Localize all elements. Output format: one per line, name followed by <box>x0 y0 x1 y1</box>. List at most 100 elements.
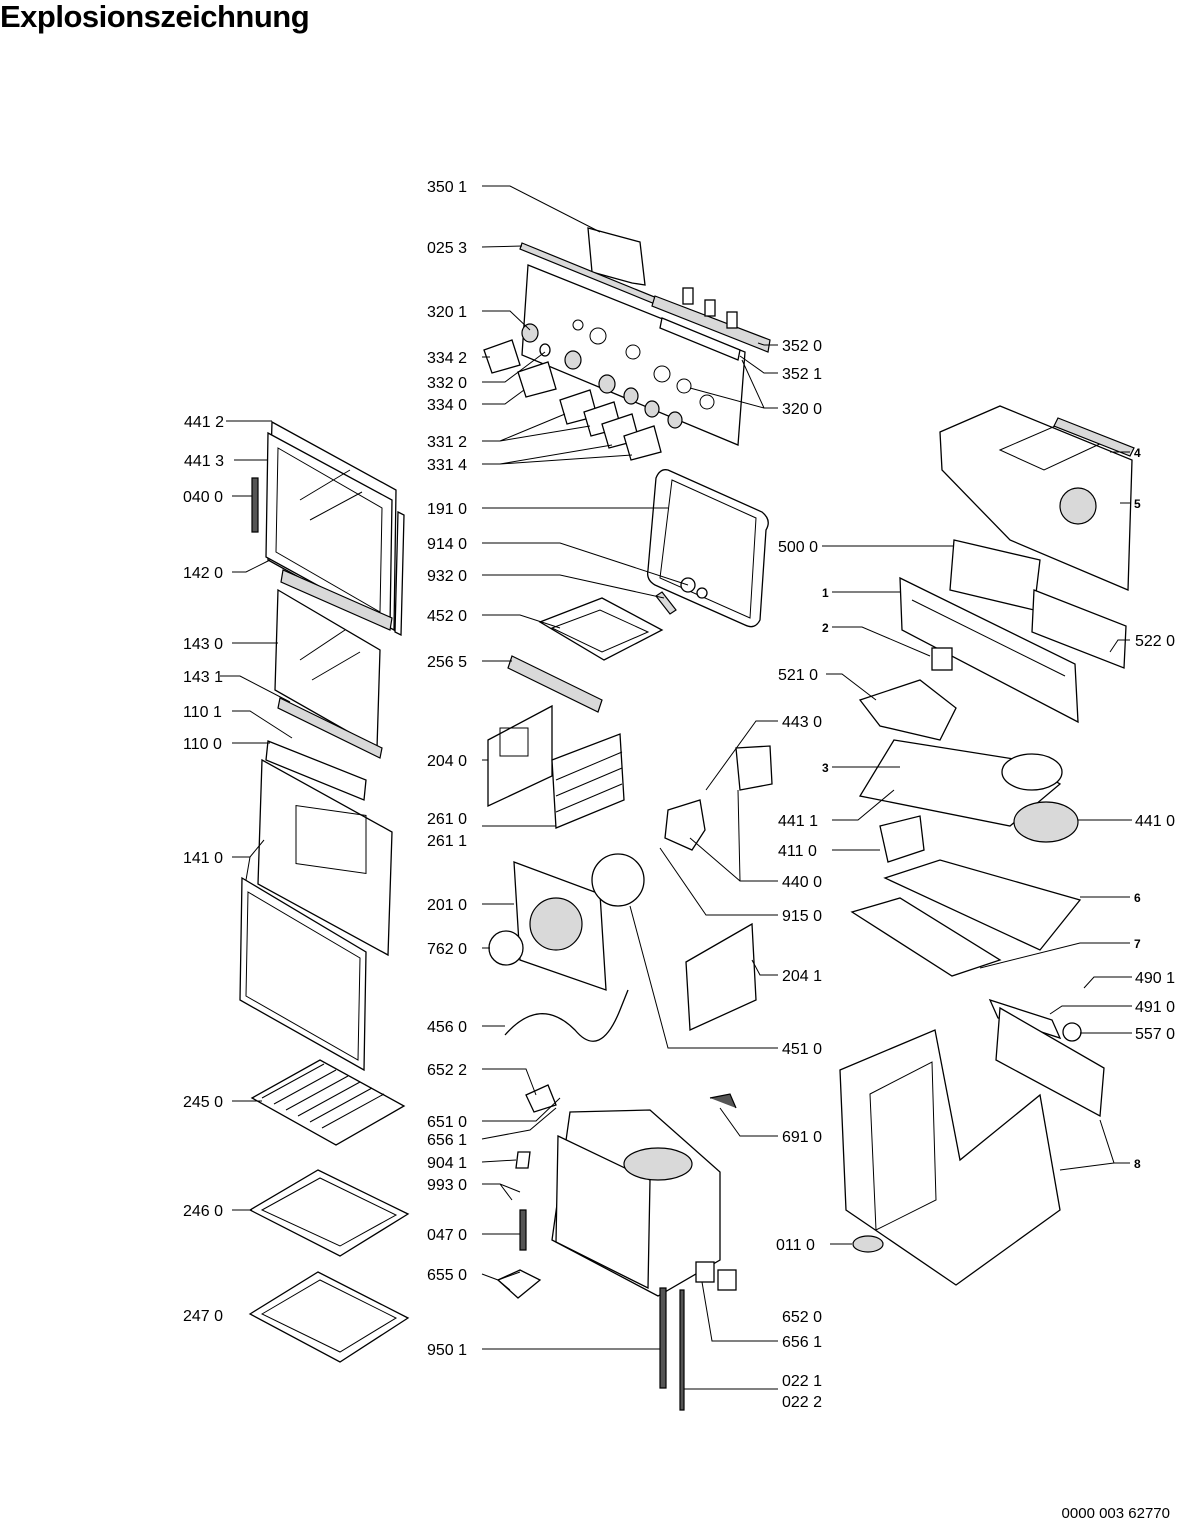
label-2: 2 <box>822 621 829 635</box>
label-204-0: 204 0 <box>427 753 467 770</box>
label-6: 6 <box>1134 891 1141 905</box>
label-352-1: 352 1 <box>782 366 822 383</box>
strip-256-5 <box>507 655 603 713</box>
label-047-0: 047 0 <box>427 1227 467 1244</box>
label-261-0: 261 0 <box>427 811 467 828</box>
fan-441-0 <box>1013 801 1079 843</box>
fan-motor-443-0 <box>735 745 773 791</box>
label-022-1: 022 1 <box>782 1373 822 1390</box>
lamp-655-0 <box>496 1269 542 1299</box>
grill-element-452-0 <box>538 597 664 661</box>
hinge-040-0 <box>251 477 259 533</box>
label-256-5: 256 5 <box>427 654 467 671</box>
label-3: 3 <box>822 761 829 775</box>
label-4: 4 <box>1134 446 1141 460</box>
control-panel-group <box>483 227 771 461</box>
racks-and-trays <box>248 1059 410 1363</box>
strip-022 <box>679 1289 685 1411</box>
label-201-0: 201 0 <box>427 897 467 914</box>
sensor-047-0 <box>519 1209 527 1251</box>
label-490-1: 490 1 <box>1135 970 1175 987</box>
label-411-0: 411 0 <box>778 843 817 860</box>
label-022-2: 022 2 <box>782 1394 822 1411</box>
label-025-3: 025 3 <box>427 240 467 257</box>
label-440-0: 440 0 <box>782 874 822 891</box>
label-320-0: 320 0 <box>782 401 822 418</box>
label-7: 7 <box>1134 937 1141 951</box>
knob-331-4b <box>623 425 662 461</box>
label-110-0: 110 0 <box>183 736 222 753</box>
door-panel-141-0 <box>257 758 393 957</box>
label-656-1-b: 656 1 <box>782 1334 822 1351</box>
label-245-0: 245 0 <box>183 1094 223 1111</box>
label-8: 8 <box>1134 1157 1141 1171</box>
door-group <box>239 420 405 1072</box>
part-labels: 350 1 025 3 320 1 334 2 332 0 334 0 331 … <box>183 179 1175 1411</box>
plate-6 <box>883 859 1082 951</box>
housing-8 <box>839 1029 1061 1286</box>
rear-rail-204-1 <box>685 922 757 1031</box>
runner-261-0 <box>551 733 625 829</box>
seal-950-1 <box>659 1287 667 1389</box>
label-334-0: 334 0 <box>427 397 467 414</box>
label-656-1-a: 656 1 <box>427 1132 467 1149</box>
cover-762-0 <box>488 930 524 966</box>
bracket-521-0 <box>858 679 957 741</box>
label-040-0: 040 0 <box>183 489 223 506</box>
heating-element-456-0 <box>504 989 629 1042</box>
label-141-0: 141 0 <box>183 850 223 867</box>
label-652-2: 652 2 <box>427 1062 467 1079</box>
label-143-0: 143 0 <box>183 636 223 653</box>
label-352-0: 352 0 <box>782 338 822 355</box>
label-441-2: 441 2 <box>184 414 224 431</box>
leader-lines <box>220 185 1132 1390</box>
label-350-1: 350 1 <box>427 179 467 196</box>
label-557-0: 557 0 <box>1135 1026 1175 1043</box>
foot-011-0 <box>852 1235 884 1253</box>
bracket-352-1 <box>659 317 741 361</box>
label-456-0: 456 0 <box>427 1019 467 1036</box>
label-491-0: 491 0 <box>1135 999 1175 1016</box>
control-module-500-0 <box>949 539 1041 611</box>
label-451-0: 451 0 <box>782 1041 822 1058</box>
handle-110-0 <box>265 740 367 801</box>
label-261-1: 261 1 <box>427 833 467 850</box>
label-441-1: 441 1 <box>778 813 818 830</box>
top-cover-4 <box>939 405 1133 591</box>
label-142-0: 142 0 <box>183 565 223 582</box>
label-652-0: 652 0 <box>782 1309 822 1326</box>
knob-334-2 <box>483 339 521 374</box>
label-691-0: 691 0 <box>782 1129 822 1146</box>
page-title: Explosionszeichnung <box>0 0 310 34</box>
label-762-0: 762 0 <box>427 941 467 958</box>
label-441-3: 441 3 <box>184 453 224 470</box>
label-904-1: 904 1 <box>427 1155 467 1172</box>
panel-frame-1 <box>899 576 1079 724</box>
label-932-0: 932 0 <box>427 568 467 585</box>
vent-strip <box>280 569 393 631</box>
outer-glass <box>239 876 367 1072</box>
label-334-2: 334 2 <box>427 350 467 367</box>
oven-interior-group <box>487 469 773 1411</box>
trim-350-1 <box>587 227 646 286</box>
label-950-1: 950 1 <box>427 1342 467 1359</box>
label-191-0: 191 0 <box>427 501 467 518</box>
label-655-0: 655 0 <box>427 1267 467 1284</box>
module-522-0 <box>1031 589 1127 669</box>
label-915-0: 915 0 <box>782 908 822 925</box>
tray-246-0 <box>248 1169 410 1257</box>
connector-652-2 <box>525 1084 557 1113</box>
fan-blade-440-0 <box>664 799 706 851</box>
label-110-1: 110 1 <box>183 704 222 721</box>
ring-element-451-0 <box>591 853 645 907</box>
label-011-0: 011 0 <box>776 1237 815 1254</box>
part-557-0 <box>1062 1022 1082 1042</box>
terminal-491-0 <box>988 998 1062 1040</box>
strip-143-1 <box>277 697 383 759</box>
rack-245-0 <box>250 1059 406 1146</box>
part-2 <box>931 647 953 671</box>
tray-247-0 <box>248 1271 410 1363</box>
part-411-0 <box>879 815 925 863</box>
lamp-904-1 <box>515 1151 531 1169</box>
